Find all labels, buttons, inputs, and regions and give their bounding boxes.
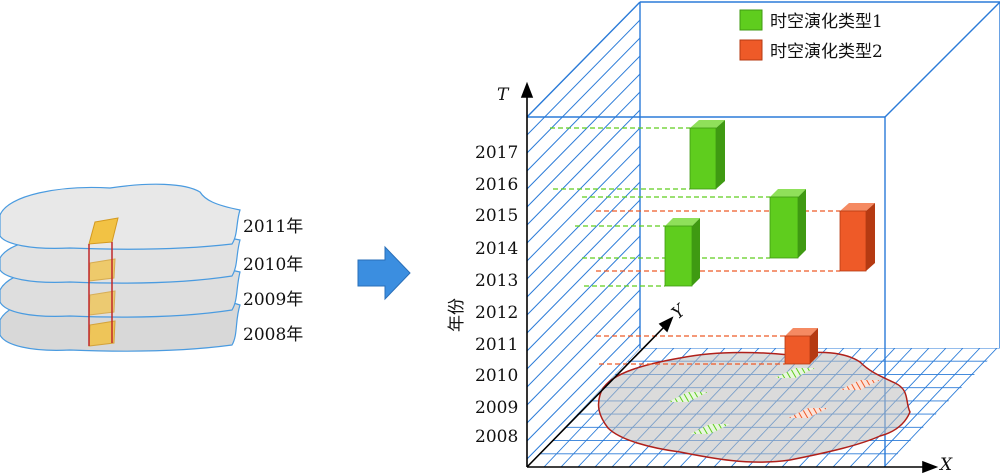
right-arrow-icon [357,245,411,301]
year-label: 2015 [475,206,518,226]
wall-grid-line [527,217,640,334]
wall-grid-line [527,145,640,262]
floor-grid-line [900,348,1000,467]
wall-grid-line [527,55,640,172]
layer-label-2009: 2009年 [243,290,303,310]
layer-label-2008: 2008年 [243,325,303,345]
year-label: 2008 [475,427,518,447]
year-label: 2016 [475,175,518,195]
legend-swatch-type1 [739,9,763,31]
floor-cell-type1 [775,368,815,378]
floor-grid-line [866,348,981,467]
floor-cells [668,368,880,434]
axis-t-label: T [497,85,510,105]
floor-grid-line [934,348,1000,467]
bar-type2-2013-2015 [839,203,875,272]
floor-grid-line [951,348,1000,467]
legend-label-type1: 时空演化类型1 [770,12,883,32]
layer-stack [0,183,241,352]
legend: 时空演化类型1 时空演化类型2 [739,9,883,62]
wall-grid-line [527,37,640,154]
wall-grid-line [527,163,640,280]
floor-cell-type2 [840,380,880,390]
study-area-boundary [597,351,911,463]
floor-grid-line [917,348,1000,467]
layer-2011 [0,183,241,250]
floor-grid-line [883,348,998,467]
wall-grid-line [527,127,640,244]
wall-grid-line [527,307,640,424]
year-label: 2012 [475,303,518,323]
legend-label-type2: 时空演化类型2 [770,42,883,62]
legend-swatch-type2 [739,39,763,61]
floor-cell-type1 [668,392,708,402]
wall-grid-line [527,109,640,226]
year-label: 2010 [475,366,518,386]
floor-cell-type1 [690,424,730,434]
wall-grid-line [527,235,640,352]
year-label: 2013 [475,271,518,291]
wall-grid-line [527,19,640,136]
layer-label-2010: 2010年 [243,255,303,275]
wall-grid-line [527,181,640,298]
wall-grid-line [527,73,640,190]
floor-grid-line [968,348,1000,467]
wall-grid-line [527,253,640,370]
bar-type2-2010-2011 [784,328,818,365]
floor-cell-type2 [788,408,828,418]
wall-grid-line [527,343,640,460]
bar-type1-2016-2017 [689,120,725,190]
year-label: 2011 [475,335,518,355]
year-label: 2014 [475,239,518,259]
bar-type1-2013-2015 [769,189,806,259]
year-label: 2009 [475,398,518,418]
vertical-column [88,242,113,346]
wall-grid-line [527,325,640,442]
bar-type1-2012-2014 [664,218,700,287]
time-axis-title: 年份 [447,298,467,332]
layer-label-2011: 2011年 [243,217,303,237]
axis-x-label: X [938,455,953,474]
year-labels: 2017 2016 2015 2014 2013 2012 2011 2010 … [475,143,518,447]
year-label: 2017 [475,143,518,163]
space-time-cube [520,1,1000,474]
wall-grid-line [527,91,640,208]
wall-grid-line [527,271,640,388]
wall-grid-line [527,289,640,406]
